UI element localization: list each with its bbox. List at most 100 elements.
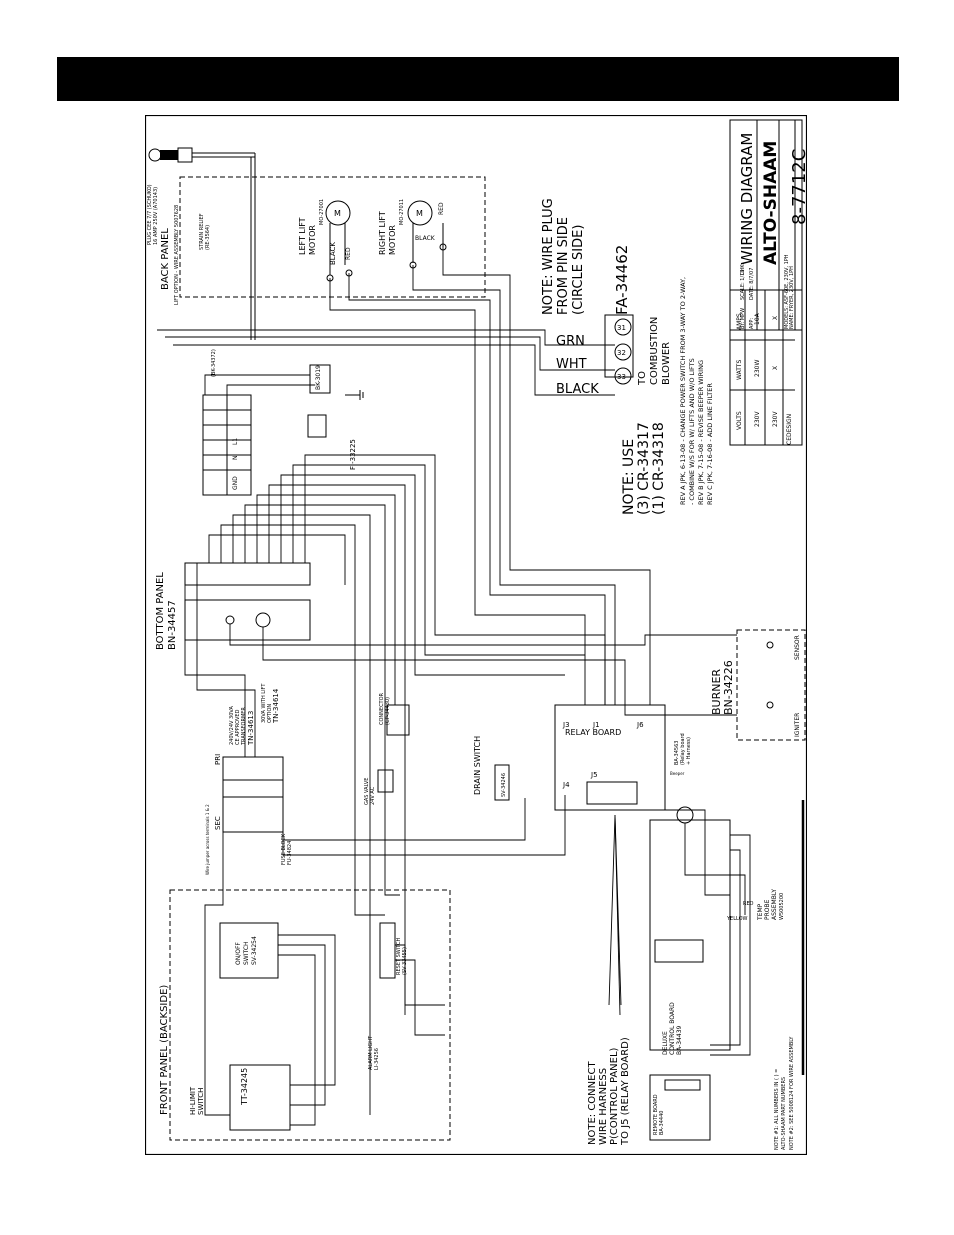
svg-text:TT-34245: TT-34245 xyxy=(240,1068,249,1106)
svg-text:SEC: SEC xyxy=(214,816,222,830)
svg-text:SV-34254: SV-34254 xyxy=(251,936,258,965)
svg-text:TRANSFORMER: TRANSFORMER xyxy=(241,707,247,746)
svg-text:LI-34256: LI-34256 xyxy=(374,1048,380,1070)
relay-board: RELAY BOARD J3 J1 J6 J4 J5 BA-34563 (Rel… xyxy=(554,704,694,824)
wire-grn: GRN xyxy=(556,334,585,349)
drawing-number: 8-7712C xyxy=(789,149,807,225)
svg-text:BLOWER: BLOWER xyxy=(661,342,672,385)
revision-line: REV C JPK, 7-16-08 - ADD LINE FILTER xyxy=(706,383,714,505)
wire-black: BLACK xyxy=(556,382,599,397)
left-lift-motor: M LEFT LIFT MOTOR MO-27001 BLACK RED xyxy=(298,199,353,282)
check-label: CHK: xyxy=(740,262,746,275)
wire-wht: WHT xyxy=(556,357,587,372)
remote-board: REMOTE BOARD BA-34440 xyxy=(649,1074,711,1141)
col-header: AMPS xyxy=(736,313,743,330)
svg-text:FUSE BLOCK: FUSE BLOCK xyxy=(281,833,287,865)
svg-text:BA-34439: BA-34439 xyxy=(676,1025,683,1055)
temp-probe: TEMP PROBE ASSEMBLY W5005200 RED YELLOW xyxy=(726,889,785,922)
svg-text:YELLOW: YELLOW xyxy=(726,916,748,922)
bottom-panel: BOTTOM PANEL BN-34457 xyxy=(155,562,311,650)
svg-text:GAS VALVE: GAS VALVE xyxy=(364,778,370,805)
svg-text:J1: J1 xyxy=(592,721,600,729)
svg-text:M: M xyxy=(334,209,341,218)
revision-line: REV B JPK, 7-15-08 - REVISE BEEPER WIRIN… xyxy=(697,360,705,505)
svg-text:NOTE: WIRE PLUG: NOTE: WIRE PLUG xyxy=(541,198,556,315)
svg-text:L1: L1 xyxy=(232,438,239,445)
svg-text:PRI: PRI xyxy=(214,754,222,765)
svg-text:MOTOR: MOTOR xyxy=(388,225,397,255)
power-plug: PLUG CEE 7/7 (SCHUKO) 16 AMP 250V (A7014… xyxy=(147,147,256,340)
svg-text:MO-27001: MO-27001 xyxy=(319,199,325,225)
harness-note: NOTE: CONNECT WIRE HARNESS P(CONTROL PAN… xyxy=(587,1037,631,1146)
title-block: WIRING DIAGRAM ALTO-SHAAM 8-7712C MODELS… xyxy=(729,119,810,331)
scale-label: SCALE: 1/16 xyxy=(740,269,746,300)
svg-text:Wire jumper across terminals 1: Wire jumper across terminals 1 & 2 xyxy=(205,804,210,875)
svg-text:RED: RED xyxy=(438,202,445,215)
svg-text:BACK PANEL: BACK PANEL xyxy=(160,228,171,290)
svg-text:FU-34824: FU-34824 xyxy=(287,841,293,865)
svg-text:31: 31 xyxy=(617,324,626,332)
svg-text:DRAIN SWITCH: DRAIN SWITCH xyxy=(473,736,482,795)
bottom-notes: NOTE #1: ALL NUMBERS IN ( ) = ALTO-SHAAM… xyxy=(774,1036,795,1150)
svg-text:(Relay board: (Relay board xyxy=(680,733,686,765)
svg-text:BLACK: BLACK xyxy=(415,235,436,242)
svg-text:CONNECTOR: CONNECTOR xyxy=(379,692,385,725)
svg-text:FRONT PANEL (BACKSIDE): FRONT PANEL (BACKSIDE) xyxy=(159,985,170,1115)
svg-text:33: 33 xyxy=(617,373,626,381)
diagram-border xyxy=(144,114,808,1156)
svg-text:OPTION: OPTION xyxy=(267,704,273,723)
front-panel: FRONT PANEL (BACKSIDE) ON/OFF SWITCH SV-… xyxy=(159,889,451,1141)
wire-plug-note: NOTE: WIRE PLUG FROM PIN SIDE (CIRCLE SI… xyxy=(541,198,672,397)
svg-text:BN-34457: BN-34457 xyxy=(167,600,178,650)
header-bar xyxy=(57,57,899,101)
svg-text:SWITCH: SWITCH xyxy=(197,1088,205,1115)
svg-text:SENSOR: SENSOR xyxy=(794,635,801,660)
svg-text:(3) CR-34317: (3) CR-34317 xyxy=(636,422,652,515)
drawn-by: BY: MPW xyxy=(740,308,746,329)
svg-text:GND: GND xyxy=(232,476,239,490)
svg-text:30VA WITH LIFT: 30VA WITH LIFT xyxy=(261,683,267,723)
terminal-block: (BK-34372) GND N L1 xyxy=(202,349,252,496)
svg-text:DELUXE: DELUXE xyxy=(662,1031,669,1055)
name-line: NAME: FRYER, 230V, 1PH xyxy=(789,266,795,329)
svg-text:ON/OFF: ON/OFF xyxy=(235,942,242,965)
footer-cell: DESIGN xyxy=(786,414,793,437)
svg-text:MO-27011: MO-27011 xyxy=(399,199,405,225)
svg-text:BK-3019: BK-3019 xyxy=(315,365,322,390)
revision-line: - COMBINE W/S FOR W/ LIFTS AND W/O LIFTS xyxy=(688,358,696,505)
svg-text:PROBE: PROBE xyxy=(764,899,771,920)
svg-text:ALTO-SHAAM PART NUMBERS: ALTO-SHAAM PART NUMBERS xyxy=(781,1077,787,1150)
svg-text:J3: J3 xyxy=(562,721,570,729)
svg-text:RIGHT LIFT: RIGHT LIFT xyxy=(378,211,387,255)
back-panel: BACK PANEL LIFT OPTION - WIRE ASSEMBLY 5… xyxy=(160,176,486,305)
svg-text:J4: J4 xyxy=(562,781,570,789)
svg-text:W5005200: W5005200 xyxy=(779,893,785,920)
svg-text:SV-34246: SV-34246 xyxy=(501,773,507,797)
svg-text:ALARM LIGHT: ALARM LIGHT xyxy=(368,1035,374,1070)
use-note: NOTE: USE (3) CR-34317 (1) CR-34318 xyxy=(621,422,667,515)
svg-text:LIFT OPTION - WIRE ASSEMBLY 50: LIFT OPTION - WIRE ASSEMBLY 5007628 xyxy=(174,205,180,305)
svg-text:BOTTOM PANEL: BOTTOM PANEL xyxy=(155,572,166,650)
svg-text:(CIRCLE SIDE): (CIRCLE SIDE) xyxy=(571,225,586,315)
svg-text:+ Harness): + Harness) xyxy=(686,737,692,765)
gas-valve: GAS VALVE 24V AC CONNECTOR (CP-34430) xyxy=(364,692,410,805)
cell: X xyxy=(772,366,779,370)
svg-text:NOTE #1: ALL NUMBERS IN ( ) =: NOTE #1: ALL NUMBERS IN ( ) = xyxy=(774,1069,780,1150)
svg-text:REMOTE BOARD: REMOTE BOARD xyxy=(653,1094,659,1135)
svg-text:LEFT LIFT: LEFT LIFT xyxy=(298,217,307,255)
svg-text:Beeper: Beeper xyxy=(670,771,685,776)
svg-text:RED: RED xyxy=(743,901,754,907)
svg-text:TEMP: TEMP xyxy=(757,903,764,921)
svg-text:NOTE #2: SEE 5008124 FOR WIRE: NOTE #2: SEE 5008124 FOR WIRE ASSEMBLY xyxy=(789,1036,795,1150)
wiring-diagram: WIRING DIAGRAM ALTO-SHAAM 8-7712C MODELS… xyxy=(144,114,810,1156)
svg-text:IGNITER: IGNITER xyxy=(794,713,801,737)
svg-text:TN-34613: TN-34613 xyxy=(247,711,255,746)
svg-text:PLUG CEE 7/7 (SCHUKO): PLUG CEE 7/7 (SCHUKO) xyxy=(147,184,153,245)
cell: 230V xyxy=(772,411,779,427)
col-header: VOLTS xyxy=(736,411,743,430)
svg-text:TO: TO xyxy=(637,371,648,386)
svg-text:HI-LIMIT: HI-LIMIT xyxy=(189,1086,197,1115)
svg-text:M: M xyxy=(416,209,423,218)
svg-text:(CP-34430): (CP-34430) xyxy=(385,697,391,725)
svg-text:(BK-34372): (BK-34372) xyxy=(211,349,217,377)
